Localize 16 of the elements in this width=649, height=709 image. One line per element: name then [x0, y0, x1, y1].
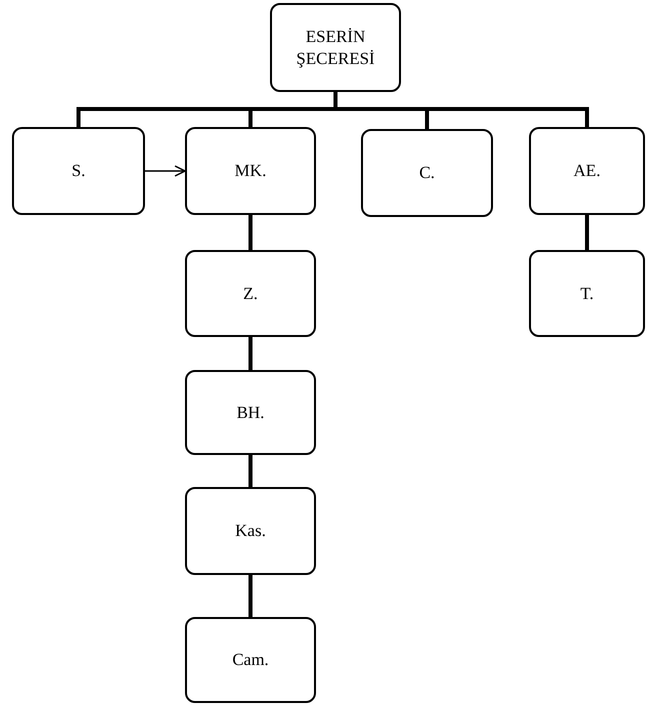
node-box: BH. — [185, 370, 316, 455]
connector-line — [585, 215, 589, 250]
node-box: T. — [529, 250, 645, 337]
connector-line — [248, 337, 252, 370]
connector-line — [248, 575, 252, 617]
node-box: C. — [361, 129, 493, 217]
connector-line — [248, 455, 252, 487]
connector-line — [248, 215, 252, 250]
node-box: MK. — [185, 127, 316, 215]
node-box: Kas. — [185, 487, 316, 575]
node-box: AE. — [529, 127, 645, 215]
node-box: ESERİN ŞECERESİ — [270, 3, 401, 92]
node-box: Z. — [185, 250, 316, 337]
node-box: S. — [12, 127, 145, 215]
arrow — [145, 165, 186, 177]
node-box: Cam. — [185, 617, 316, 703]
